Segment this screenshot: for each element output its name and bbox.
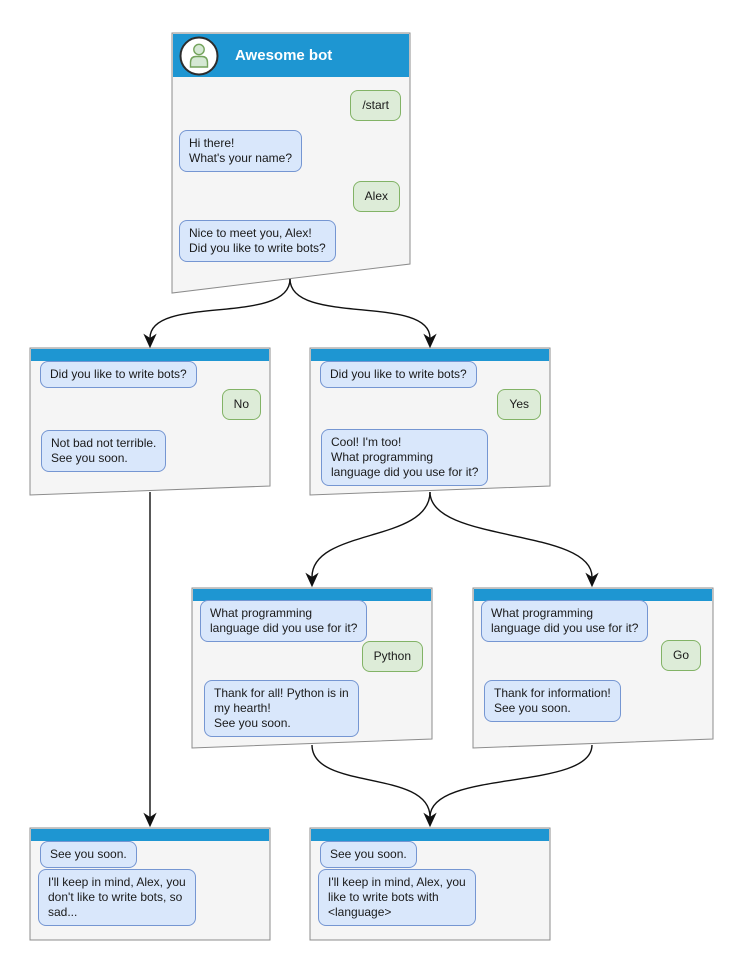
no-branch-header-strip: [31, 349, 269, 361]
chat-node-root[interactable]: /start Hi there! What's your name? Alex …: [172, 33, 410, 293]
user-message-bubble: /start: [350, 90, 401, 121]
chat-node-yes-branch[interactable]: Did you like to write bots? Yes Cool! I'…: [310, 348, 550, 495]
bot-message-bubble: Nice to meet you, Alex! Did you like to …: [179, 220, 336, 262]
bot-message-bubble: Hi there! What's your name?: [179, 130, 303, 172]
chat-node-no-branch[interactable]: Did you like to write bots? No Not bad n…: [30, 348, 270, 495]
chat-node-python-branch[interactable]: What programming language did you use fo…: [192, 588, 432, 748]
end-yes-header-strip: [311, 829, 549, 841]
bot-message-bubble: Did you like to write bots?: [320, 361, 477, 388]
edge-root-to-yes[interactable]: [289, 278, 437, 349]
chat-node-end-yes[interactable]: See you soon. I'll keep in mind, Alex, y…: [310, 828, 550, 940]
user-message-bubble: Yes: [497, 389, 541, 420]
end-no-header-strip: [31, 829, 269, 841]
bot-message-bubble: What programming language did you use fo…: [200, 600, 368, 642]
root-chat-header: Awesome bot: [173, 34, 409, 77]
edges: [143, 278, 599, 828]
bot-message-bubble: What programming language did you use fo…: [481, 600, 649, 642]
user-message-bubble: Go: [660, 640, 701, 671]
bot-message-bubble: Thank for information! See you soon.: [484, 680, 621, 722]
bot-message-bubble: See you soon.: [320, 841, 417, 868]
edge-yes-to-python[interactable]: [305, 491, 431, 588]
user-message-bubble: No: [221, 389, 261, 420]
yes-branch-header-strip: [311, 349, 549, 361]
chat-node-go-branch[interactable]: What programming language did you use fo…: [473, 588, 713, 748]
edge-go-to-end[interactable]: [429, 744, 593, 818]
go-branch-header-strip: [474, 589, 712, 601]
edge-no-to-end[interactable]: [143, 492, 157, 828]
chat-node-end-no[interactable]: See you soon. I'll keep in mind, Alex, y…: [30, 828, 270, 940]
user-message-bubble: Alex: [352, 181, 400, 212]
bot-avatar-icon: [179, 36, 219, 75]
bot-message-bubble: Cool! I'm too! What programming language…: [321, 429, 489, 486]
user-message-bubble: Python: [361, 641, 423, 672]
bot-message-bubble: Thank for all! Python is in my hearth! S…: [204, 680, 359, 737]
bot-message-bubble: I'll keep in mind, Alex, you like to wri…: [318, 869, 476, 926]
bot-message-bubble: See you soon.: [40, 841, 137, 868]
edge-python-to-end[interactable]: [311, 744, 437, 828]
edge-yes-to-go[interactable]: [429, 491, 599, 588]
python-branch-header-strip: [193, 589, 431, 601]
bot-message-bubble: Not bad not terrible. See you soon.: [41, 430, 167, 472]
bot-title: Awesome bot: [235, 47, 333, 64]
edge-root-to-no[interactable]: [143, 278, 291, 349]
bot-message-bubble: I'll keep in mind, Alex, you don't like …: [38, 869, 196, 926]
bot-message-bubble: Did you like to write bots?: [40, 361, 197, 388]
